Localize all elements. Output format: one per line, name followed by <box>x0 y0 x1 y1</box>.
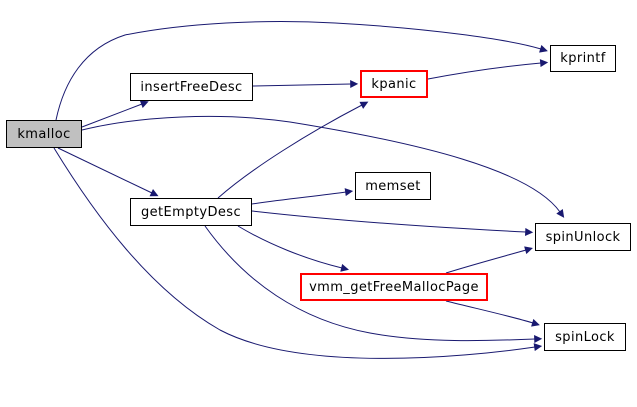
node-kprintf-label: kprintf <box>560 51 606 66</box>
edge-kmalloc-kprintf <box>55 21 548 121</box>
edge-kmalloc-insertFreeDesc <box>81 100 149 128</box>
node-kprintf[interactable]: kprintf <box>550 45 616 72</box>
node-spinLock[interactable]: spinLock <box>544 323 626 351</box>
edge-getEmptyDesc-memset <box>251 188 354 205</box>
edge-vmm_getFreeMallocPage-spinUnlock <box>445 246 533 274</box>
node-vmm_getFreeMallocPage-label: vmm_getFreeMallocPage <box>309 279 479 295</box>
edge-getEmptyDesc-kpanic <box>217 101 369 199</box>
edge-getEmptyDesc-spinLock <box>204 225 543 344</box>
node-memset-label: memset <box>365 178 421 194</box>
node-getEmptyDesc[interactable]: getEmptyDesc <box>130 198 252 226</box>
edge-kpanic-kprintf <box>427 59 549 80</box>
edge-vmm_getFreeMallocPage-spinLock <box>445 300 540 327</box>
edge-kmalloc-spinLock <box>53 147 543 359</box>
edge-getEmptyDesc-spinUnlock <box>251 210 534 236</box>
node-insertFreeDesc[interactable]: insertFreeDesc <box>130 73 253 101</box>
node-spinUnlock-label: spinUnlock <box>545 229 621 245</box>
edge-kmalloc-spinUnlock <box>81 115 565 218</box>
edge-insertFreeDesc-kpanic <box>252 80 359 89</box>
edge-kmalloc-getEmptyDesc <box>57 147 159 197</box>
node-kmalloc[interactable]: kmalloc <box>6 120 82 148</box>
node-kpanic-label: kpanic <box>371 76 417 92</box>
edge-getEmptyDesc-vmm_getFreeMallocPage <box>237 225 349 272</box>
node-spinLock-label: spinLock <box>555 329 615 345</box>
node-insertFreeDesc-label: insertFreeDesc <box>140 79 243 95</box>
node-vmm_getFreeMallocPage[interactable]: vmm_getFreeMallocPage <box>300 273 488 301</box>
node-kpanic[interactable]: kpanic <box>360 70 428 98</box>
node-spinUnlock[interactable]: spinUnlock <box>535 223 631 251</box>
node-memset[interactable]: memset <box>355 172 431 200</box>
node-kmalloc-label: kmalloc <box>17 126 71 142</box>
node-getEmptyDesc-label: getEmptyDesc <box>141 204 241 220</box>
